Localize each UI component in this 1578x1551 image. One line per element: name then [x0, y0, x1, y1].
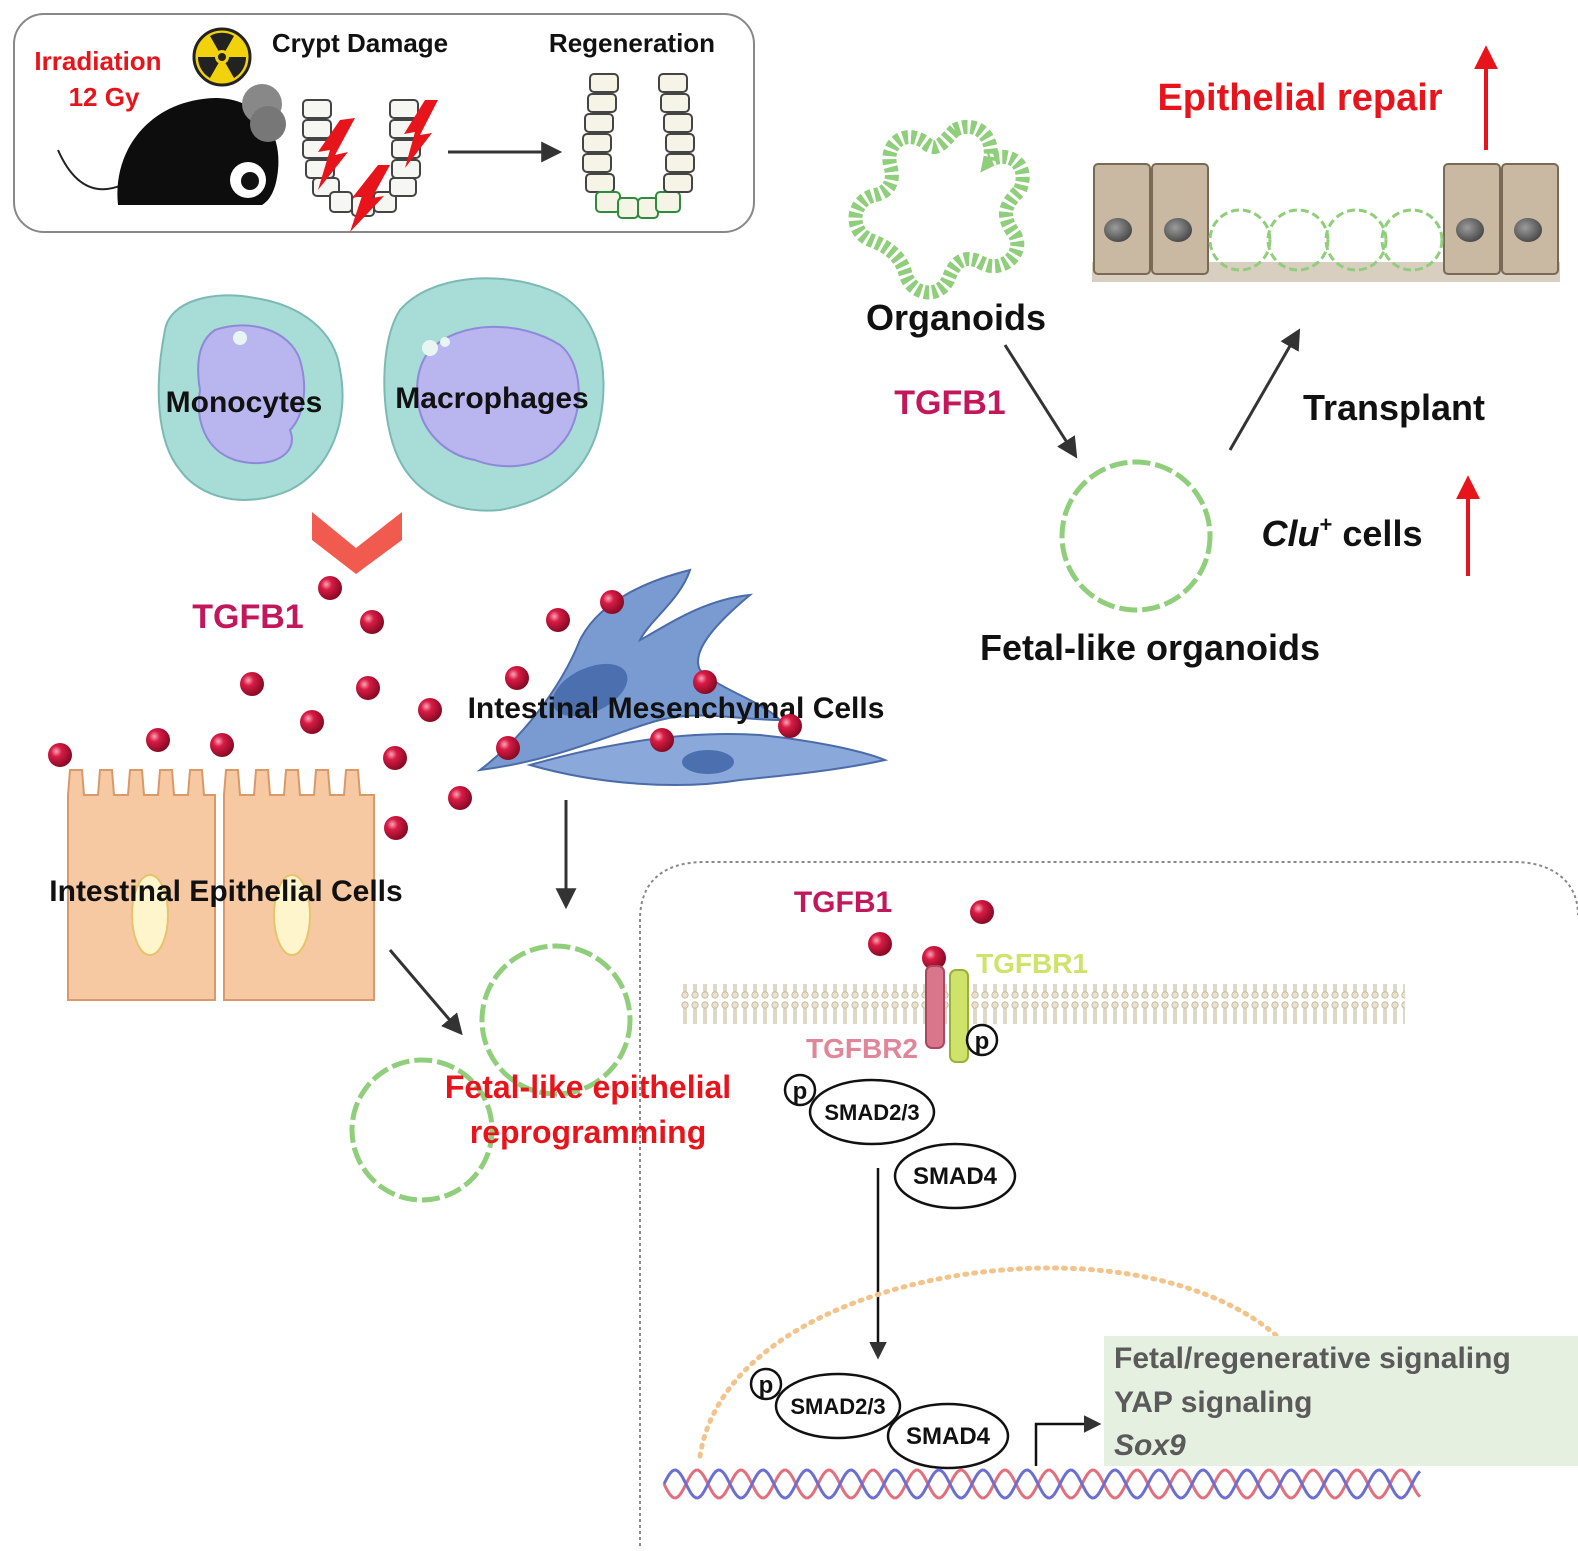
irradiation-panel: Irradiation 12 Gy Crypt Damage Regenerat…: [13, 13, 755, 233]
mesenchymal-cells: [476, 568, 889, 786]
target-fetal-regenerative: Fetal/regenerative signaling: [1114, 1342, 1511, 1375]
monocytes-label: Monocytes: [166, 386, 323, 419]
smad4-cytoplasm-label: SMAD4: [913, 1163, 998, 1190]
dna-helix: [662, 1468, 1422, 1500]
fetal-like-spheroids: [349, 943, 633, 1203]
smad23-phospho-label: p: [793, 1078, 808, 1105]
receptor-phospho-badge: [965, 1023, 999, 1057]
tgfbr2-receptor: [925, 965, 945, 1049]
signaling-panel-border: [639, 861, 1578, 1546]
clu-superscript: +: [1320, 512, 1333, 537]
secretion-chevron: [312, 512, 402, 574]
organoid-to-fetal-arrow: [1003, 344, 1078, 459]
epithelial-arrow: [388, 949, 463, 1036]
smad23-cytoplasm: [808, 1078, 936, 1146]
secreted-tgfb1-label: TGFB1: [192, 598, 303, 636]
tgfbr2-label: TGFBR2: [806, 1033, 918, 1064]
smad23-nucleus: [774, 1372, 902, 1440]
mesenchymal-label: Intestinal Mesenchymal Cells: [468, 692, 885, 725]
crypt-damage-label: Crypt Damage: [272, 28, 448, 58]
clu-suffix: cells: [1332, 513, 1422, 554]
smad23-nucleus-label: SMAD2/3: [790, 1394, 885, 1419]
macrophages-label: Macrophages: [395, 382, 588, 415]
nuclear-phospho-badge: [749, 1367, 783, 1401]
clu-cells-label: Clu+ cells: [1262, 512, 1423, 554]
epithelial-cells: [67, 769, 375, 1001]
irradiation-label: Irradiation: [34, 46, 161, 76]
tgfbr1-receptor: [949, 969, 969, 1063]
monocyte-cell: [157, 294, 344, 501]
smad23-cytoplasm-label: SMAD2/3: [824, 1100, 919, 1125]
epithelial-repair-label: Epithelial repair: [1157, 77, 1442, 119]
smad4-nucleus-label: SMAD4: [906, 1423, 991, 1450]
target-genes-box: [1104, 1336, 1578, 1466]
epithelial-label: Intestinal Epithelial Cells: [49, 875, 402, 908]
fetal-organoids-label: Fetal-like organoids: [980, 627, 1320, 668]
tgfb1-particles: [48, 576, 802, 840]
macrophage-cell: [383, 277, 605, 512]
regenerated-crypt-icon: [582, 73, 695, 219]
transplant-arrow: [1228, 328, 1301, 451]
target-yap: YAP signaling: [1114, 1386, 1312, 1419]
radiation-icon: [192, 27, 252, 87]
mouse-icon: [57, 84, 286, 205]
reprogramming-line2: reprogramming: [470, 1114, 706, 1150]
nuclear-phospho-label: p: [759, 1372, 774, 1399]
organoid-icon: [848, 119, 1030, 300]
transcription-arrow: [1034, 1415, 1102, 1466]
receptor-phospho-label: p: [975, 1028, 990, 1055]
tgfbr1-label: TGFBR1: [976, 948, 1088, 979]
clu-gene: Clu: [1262, 513, 1320, 554]
cell-membrane: [680, 984, 1405, 1024]
reprogramming-line1: Fetal-like epithelial: [445, 1069, 731, 1105]
organoid-tgfb1-label: TGFB1: [894, 384, 1005, 422]
lightning-icons: [318, 100, 438, 232]
regeneration-label: Regeneration: [549, 28, 715, 58]
transplant-label: Transplant: [1303, 387, 1485, 428]
repaired-epithelium: [1092, 163, 1560, 282]
smad23-phospho-badge: [783, 1073, 817, 1107]
fetal-organoid: [1059, 459, 1213, 613]
smad4-nucleus: [886, 1402, 1010, 1470]
target-sox9: Sox9: [1114, 1429, 1186, 1462]
ligand-particles: [868, 900, 994, 970]
smad4-cytoplasm: [893, 1142, 1017, 1210]
organoids-label: Organoids: [866, 297, 1046, 338]
signaling-tgfb1-label: TGFB1: [794, 886, 892, 919]
dose-label: 12 Gy: [69, 82, 140, 112]
